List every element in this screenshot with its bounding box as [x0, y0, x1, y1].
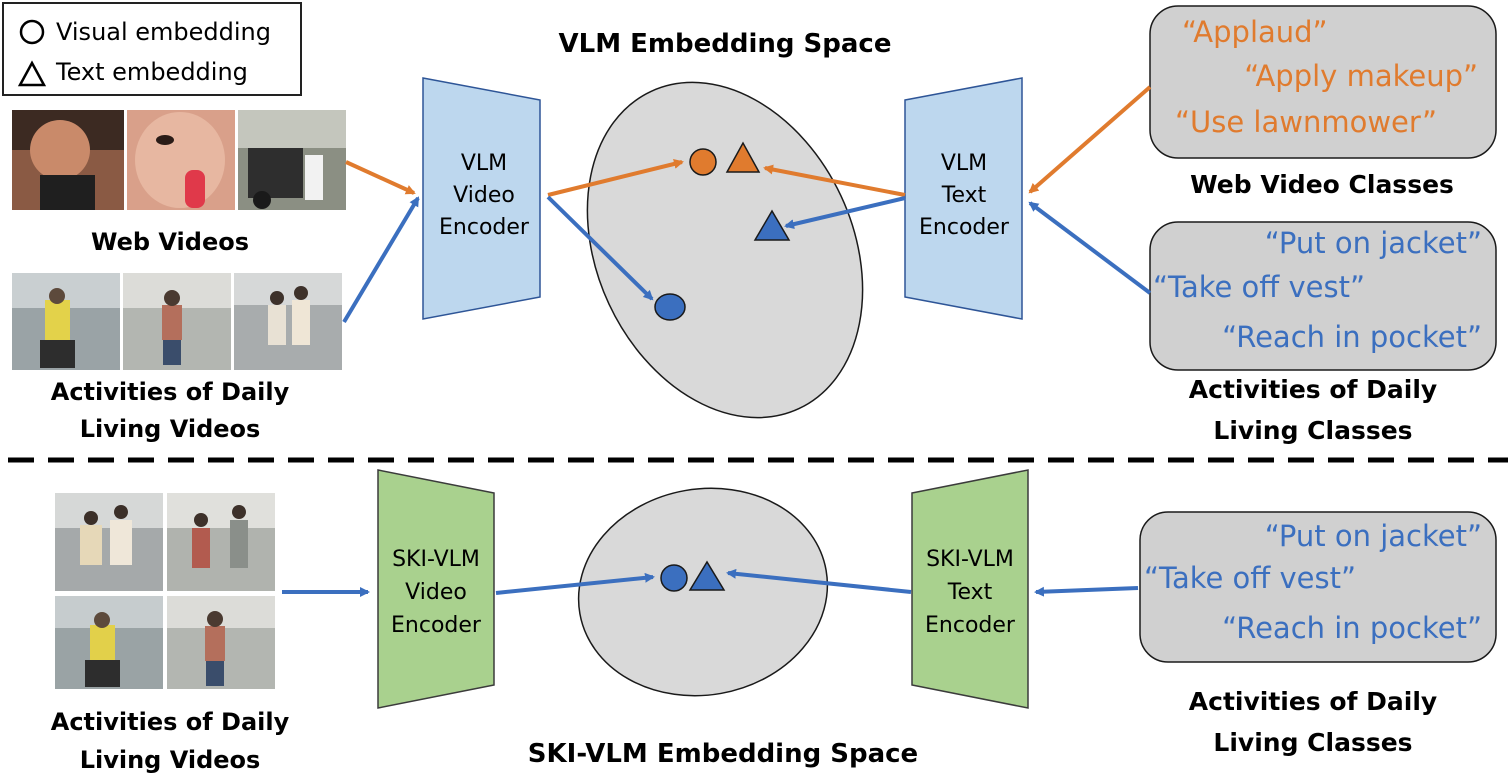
- web-text-embedding-point: [725, 141, 761, 173]
- adl-class-reach-in-pocket-bottom: “Reach in pocket”: [1222, 611, 1482, 645]
- ski-text-embedding-point: [688, 560, 726, 591]
- ski-text-encoder-to-text-arrow: [726, 568, 912, 594]
- adl-videos-label-bottom-line1: Activities of Daily: [51, 708, 290, 736]
- vlm-text-encoder-shape: [904, 77, 1023, 320]
- ski-vlm-video-encoder-shape: [377, 469, 495, 709]
- ski-vlm-embedding-space: [577, 487, 829, 697]
- adl-class-put-on-jacket-top: “Put on jacket”: [1265, 226, 1482, 260]
- adl-classes-label-bottom-line1: Activities of Daily: [1189, 687, 1437, 716]
- adl-classes-container-top: [1149, 221, 1497, 371]
- vlm-embedding-space: [586, 81, 864, 419]
- ski-vlm-video-encoder-line2: Video: [405, 580, 467, 605]
- adl-visual-embedding-point: [654, 293, 686, 321]
- vlm-text-encoder-line3: Encoder: [919, 215, 1010, 240]
- web-class-apply-makeup: “Apply makeup”: [1244, 59, 1478, 93]
- adl-videos-label-bottom-line2: Living Videos: [80, 746, 261, 774]
- vlm-video-encoder-line2: Video: [453, 183, 515, 208]
- ski-vlm-video-encoder-line3: Encoder: [391, 613, 482, 638]
- ski-vlm-text-encoder-shape: [911, 469, 1029, 709]
- adl-video-thumbnails-bottom: [55, 493, 275, 689]
- web-classes-container: [1149, 5, 1497, 159]
- web-video-thumbnails: [12, 110, 346, 210]
- vlm-video-encoder-shape: [422, 77, 541, 320]
- video-encoder-to-adl-visual-arrow: [546, 195, 654, 301]
- adl-classes-label-top-line2: Living Classes: [1213, 416, 1412, 445]
- adl-classes-to-ski-text-encoder-arrow: [1034, 586, 1139, 597]
- video-encoder-to-web-visual-arrow: [547, 159, 684, 197]
- vlm-text-encoder: VLM Text Encoder: [904, 77, 1023, 320]
- web-classes-to-text-encoder-arrow: [1028, 85, 1152, 194]
- top-arrows: [342, 85, 1152, 324]
- vlm-embedding-space-title: VLM Embedding Space: [559, 29, 892, 59]
- adl-class-put-on-jacket-bottom: “Put on jacket”: [1265, 519, 1482, 553]
- vlm-video-encoder: VLM Video Encoder: [422, 77, 541, 320]
- ski-video-encoder-to-visual-arrow: [495, 572, 655, 595]
- ski-vlm-text-encoder-line2: Text: [947, 580, 993, 605]
- adl-classes-box-bottom: “Put on jacket” “Take off vest” “Reach i…: [1139, 511, 1497, 663]
- ski-vlm-video-encoder-line1: SKI-VLM: [392, 547, 480, 572]
- web-video-classes-label: Web Video Classes: [1190, 170, 1454, 199]
- text-encoder-to-web-text-arrow: [763, 164, 906, 197]
- text-embedding-legend-icon: [17, 60, 47, 87]
- bottom-arrows: [282, 568, 1139, 597]
- ski-vlm-text-encoder: SKI-VLM Text Encoder: [911, 469, 1029, 709]
- vlm-video-encoder-line3: Encoder: [439, 215, 530, 240]
- adl-classes-box-top: “Put on jacket” “Take off vest” “Reach i…: [1149, 221, 1497, 371]
- adl-class-reach-in-pocket-top: “Reach in pocket”: [1222, 320, 1482, 354]
- ski-vlm-video-encoder: SKI-VLM Video Encoder: [377, 469, 495, 709]
- web-videos-to-encoder-arrow: [345, 160, 416, 195]
- web-visual-embedding-point: [689, 148, 717, 176]
- web-videos-label: Web Videos: [91, 228, 249, 256]
- web-class-use-lawnmower: “Use lawnmower”: [1175, 105, 1437, 139]
- legend-visual-label: Visual embedding: [56, 18, 271, 46]
- ski-vlm-text-encoder-line1: SKI-VLM: [926, 547, 1014, 572]
- legend: Visual embedding Text embedding: [2, 2, 302, 96]
- vlm-video-encoder-line1: VLM: [461, 151, 507, 176]
- adl-video-thumbnails-top: [12, 273, 342, 370]
- legend-box: [2, 2, 302, 96]
- adl-classes-container-bottom: [1139, 511, 1497, 663]
- adl-text-embedding-point: [753, 209, 791, 241]
- adl-class-take-off-vest-top: “Take off vest”: [1153, 270, 1365, 304]
- adl-classes-label-bottom-line2: Living Classes: [1213, 728, 1412, 757]
- adl-videos-label-top-line2: Living Videos: [80, 415, 261, 443]
- vlm-text-encoder-line1: VLM: [941, 151, 987, 176]
- ski-vlm-text-encoder-line3: Encoder: [925, 613, 1016, 638]
- visual-embedding-legend-icon: [19, 19, 45, 45]
- web-class-applaud: “Applaud”: [1182, 15, 1328, 49]
- adl-class-take-off-vest-bottom: “Take off vest”: [1144, 561, 1356, 595]
- text-encoder-to-adl-text-arrow: [784, 196, 906, 230]
- web-video-classes-box: “Applaud” “Apply makeup” “Use lawnmower”: [1149, 5, 1497, 159]
- legend-text-label: Text embedding: [55, 58, 248, 86]
- adl-videos-label-top-line1: Activities of Daily: [51, 378, 290, 406]
- adl-classes-label-top-line1: Activities of Daily: [1189, 375, 1437, 404]
- adl-videos-to-encoder-arrow: [342, 196, 420, 324]
- vlm-text-encoder-line2: Text: [941, 183, 987, 208]
- adl-classes-to-text-encoder-arrow: [1028, 201, 1152, 295]
- ski-visual-embedding-point: [660, 564, 688, 592]
- ski-vlm-embedding-space-title: SKI-VLM Embedding Space: [528, 739, 918, 769]
